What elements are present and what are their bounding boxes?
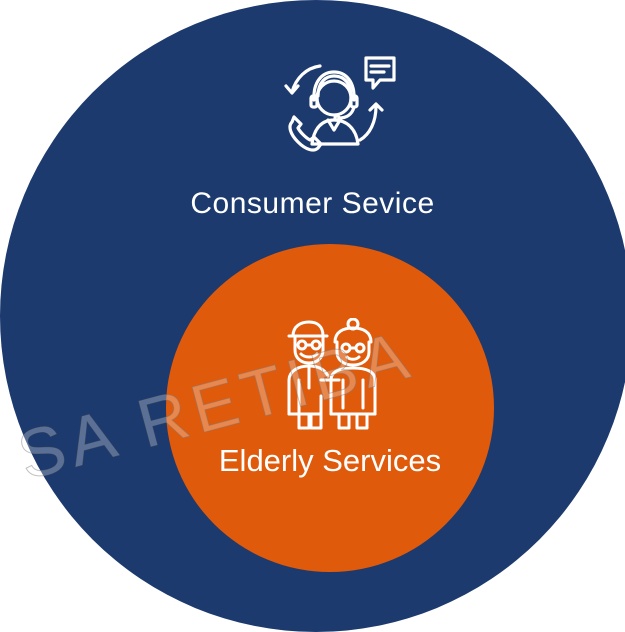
elderly-couple-icon	[287, 318, 377, 430]
customer-support-icon	[284, 56, 396, 152]
consumer-service-label: Consumer Sevice	[190, 187, 435, 220]
elderly-services-label: Elderly Services	[218, 443, 442, 478]
